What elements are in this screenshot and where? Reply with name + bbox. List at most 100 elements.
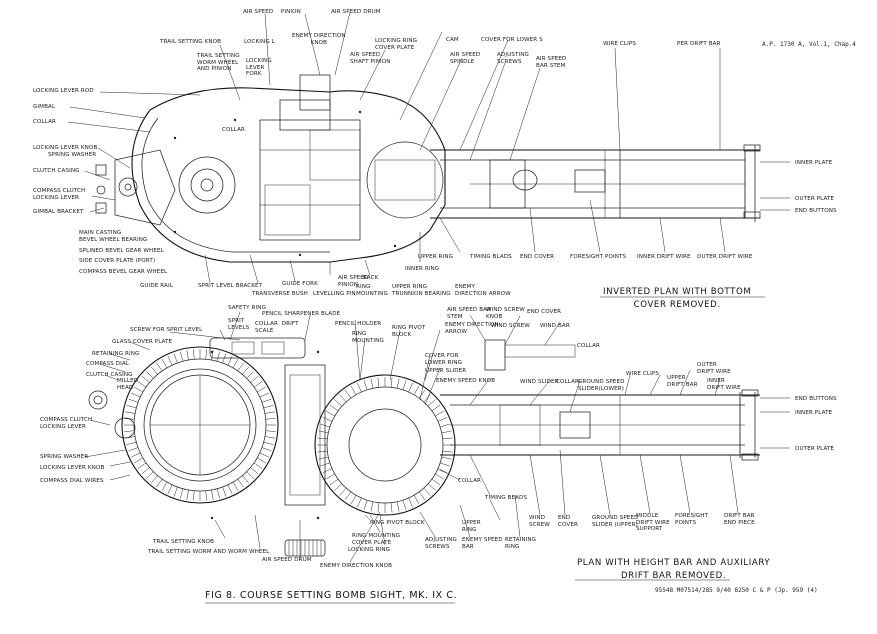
label-collar-top-left: COLLAR (33, 119, 56, 125)
caption-plan-height-bar: PLAN WITH HEIGHT BAR AND AUXILIARY DRIFT… (577, 558, 771, 581)
label-compass-dial-wires: COMPASS DIAL WIRES (40, 478, 104, 484)
label-enemy-direction-arrow-bottom: ENEMY DIRECTION ARROW (445, 322, 499, 335)
label-drift-bar-end-piece: DRIFT BAR END PIECE (724, 513, 755, 526)
label-cover-for-lower-ring: COVER FOR LOWER RING (425, 353, 463, 366)
label-air-speed-shaft-pinion: AIR SPEED SHAFT PINION (350, 52, 391, 65)
label-screw-for-sprit-level: SCREW FOR SPRIT LEVEL (130, 327, 203, 333)
figure-title: FIG 8. COURSE SETTING BOMB SIGHT, MK. IX… (205, 590, 458, 601)
label-retaining-ring-bottom: RETAINING RING (505, 537, 537, 550)
label-clutch-casing-bottom: CLUTCH CASING (86, 372, 133, 378)
print-ref: 95548 M07514/285 9/40 8250 C & P (Jp. 95… (655, 587, 818, 594)
label-inner-plate-top: INNER PLATE (795, 160, 833, 166)
label-collar-bottom-right: COLLAR (577, 343, 600, 349)
label-compass-bevel-gear: COMPASS BEVEL GEAR WHEEL (79, 269, 168, 275)
label-ring-mounting-cover: RING MOUNTING COVER PLATE (352, 533, 401, 546)
label-upper-slider: UPPER SLIDER (425, 368, 467, 374)
label-trail-setting-knob: TRAIL SETTING KNOB (160, 39, 222, 45)
label-foresight-points-top: FORESIGHT POINTS (570, 254, 627, 260)
label-adjusting-screws-bottom: ADJUSTING SCREWS (425, 537, 457, 550)
label-ring-pivot-block: RING PIVOT BLOCK (370, 520, 425, 526)
label-milled-head: MILLED HEAD (117, 378, 139, 391)
label-rack: RACK (363, 275, 379, 281)
label-inner-drift-wire-top: INNER DRIFT WIRE (637, 254, 691, 260)
label-ground-speed-slider-lower: GROUND SPEED SLIDER(LOWER) (578, 379, 625, 392)
label-enemy-speed-knob: ENEMY SPEED KNOB (436, 378, 496, 384)
label-collar-top-mid: COLLAR (222, 127, 245, 133)
header-ref: A.P. 1730 A, Vol.1, Chap.4 (762, 41, 856, 48)
label-upper-ring-bottom: UPPER RING (462, 520, 481, 533)
label-air-speed-drum-bottom: AIR SPEED DRUM (262, 557, 312, 563)
label-wind-screw-knob: WIND SCREW KNOB (486, 307, 525, 320)
caption-inverted-plan: INVERTED PLAN WITH BOTTOM COVER REMOVED. (603, 287, 752, 310)
label-glass-cover-plate: GLASS COVER PLATE (112, 339, 173, 345)
label-gimbal-bracket: GIMBAL BRACKET (33, 209, 84, 215)
label-outer-drift-wire-top: OUTER DRIFT WIRE (697, 254, 753, 260)
label-locking-lever-rod: LOCKING LEVER ROD (33, 88, 94, 94)
label-enemy-speed-bar: ENEMY SPEED BAR (462, 537, 503, 550)
label-locking-ring-cover-plate: LOCKING RING COVER PLATE (375, 38, 418, 51)
label-ring-pivot-block-top: RING PIVOT BLOCK (392, 325, 426, 338)
label-trail-setting-worm: TRAIL SETTING WORM WHEEL AND PINION (197, 53, 240, 72)
label-air-speed-spindle: AIR SPEED SPINDLE (450, 52, 481, 65)
label-middle-drift-wire-support: MIDDLE DRIFT WIRE SUPPORT (636, 513, 670, 532)
label-enemy-direction-knob-bottom: ENEMY DIRECTION KNOB (320, 563, 393, 569)
label-levelling-pin: LEVELLING PIN (313, 291, 356, 297)
label-air-speed-pinion: AIR SPEED PINION (243, 9, 301, 15)
label-enemy-direction-knob: ENEMY DIRECTION KNOB (292, 33, 346, 46)
label-collar-drift-scale: COLLAR DRIFT SCALE (255, 321, 299, 334)
label-ring-mounting-top: RING MOUNTING (356, 284, 388, 297)
label-pencil-holder: PENCIL HOLDER (335, 321, 382, 327)
label-foresight-points-bottom: FORESIGHT POINTS (675, 513, 709, 526)
label-upper-ring-trunnion: UPPER RING TRUNNION BEARING (392, 284, 451, 297)
bottom-view-drawing (84, 311, 790, 563)
label-compass-clutch-locking-lever-top: COMPASS CLUTCH LOCKING LEVER (33, 188, 86, 201)
label-enemy-direction-arrow-top: ENEMY DIRECTION ARROW (455, 284, 511, 297)
label-side-cover-plate: SIDE COVER PLATE (PORT) (79, 258, 156, 264)
label-inner-plate-bottom: INNER PLATE (795, 410, 833, 416)
label-outer-drift-wire-bottom: OUTER DRIFT WIRE (697, 362, 731, 375)
label-air-speed-bar-stem-bottom: AIR SPEED BAR STEM (447, 307, 492, 320)
label-retaining-ring-left: RETAINING RING (92, 351, 140, 357)
label-clutch-casing-top: CLUTCH CASING (33, 168, 80, 174)
label-trail-setting-worm-bottom: TRAIL SETTING WORM AND WORM WHEEL (148, 549, 270, 555)
label-main-casting: MAIN CASTING (79, 230, 122, 236)
label-inner-drift-wire-bottom: INNER DRIFT WIRE (707, 378, 741, 391)
label-outer-plate-bottom: OUTER PLATE (795, 446, 835, 452)
label-air-speed-bar-stem-top: AIR SPEED BAR STEM (536, 56, 567, 69)
label-locking-lever-fork: LOCKING LEVER FORK (246, 58, 272, 77)
label-pencil-sharpener: PENCIL SHARPENER BLADE (262, 311, 341, 317)
label-compass-dial: COMPASS DIAL (86, 361, 129, 367)
label-compass-clutch-locking-lever-bottom: COMPASS CLUTCH LOCKING LEVER (40, 417, 93, 430)
label-wind-screw-top: WIND SCREW (491, 323, 530, 329)
label-wind-slider: WIND SLIDER (520, 379, 559, 385)
label-trail-setting-knob-bottom: TRAIL SETTING KNOB (153, 539, 215, 545)
label-upper-drift-bar: UPPER DRIFT BAR (667, 375, 698, 388)
label-ground-speed-slider-upper: GROUND SPEED SLIDER (UPPER) (592, 515, 639, 528)
label-spring-washer-bottom: SPRING WASHER (40, 454, 89, 460)
label-timing-beads: TIMING BEADS (485, 495, 528, 501)
label-ring-mounting-bottom: RING MOUNTING (352, 331, 384, 344)
label-locking-l: LOCKING L (244, 39, 275, 45)
label-end-cover-top: END COVER (520, 254, 555, 260)
label-safety-ring: SAFETY RING (228, 305, 267, 311)
label-end-cover-bottom-top: END COVER (527, 309, 562, 315)
label-air-speed-pinion-2: AIR SPEED PINION (338, 275, 369, 288)
label-cam: CAM (446, 37, 459, 43)
label-sprit-levels: SPRIT LEVELS (228, 318, 250, 331)
label-adjusting-screws-top: ADJUSTING SCREWS (497, 52, 529, 65)
label-wind-screw-low: WIND SCREW (529, 515, 550, 528)
label-end-buttons-bottom: END BUTTONS (795, 396, 837, 402)
label-guide-rail: GUIDE RAIL (140, 283, 173, 289)
label-splined-bevel-gear: SPLINED BEVEL GEAR WHEEL (79, 248, 164, 254)
label-outer-plate-top: OUTER PLATE (795, 196, 835, 202)
label-cover-for-lower: COVER FOR LOWER S (481, 37, 543, 43)
top-view-drawing (67, 11, 790, 284)
label-gimbal: GIMBAL (33, 104, 56, 110)
label-wire-clips-bottom: WIRE CLIPS (626, 371, 659, 377)
label-wire-clips-top: WIRE CLIPS (603, 41, 636, 47)
label-upper-ring-top: UPPER RING (418, 254, 454, 260)
label-locking-lever-knob-bottom: LOCKING LEVER KNOB (40, 465, 105, 471)
label-timing-blads: TIMING BLADS (470, 254, 512, 260)
label-locking-lever-knob-top: LOCKING LEVER KNOB (33, 145, 98, 151)
